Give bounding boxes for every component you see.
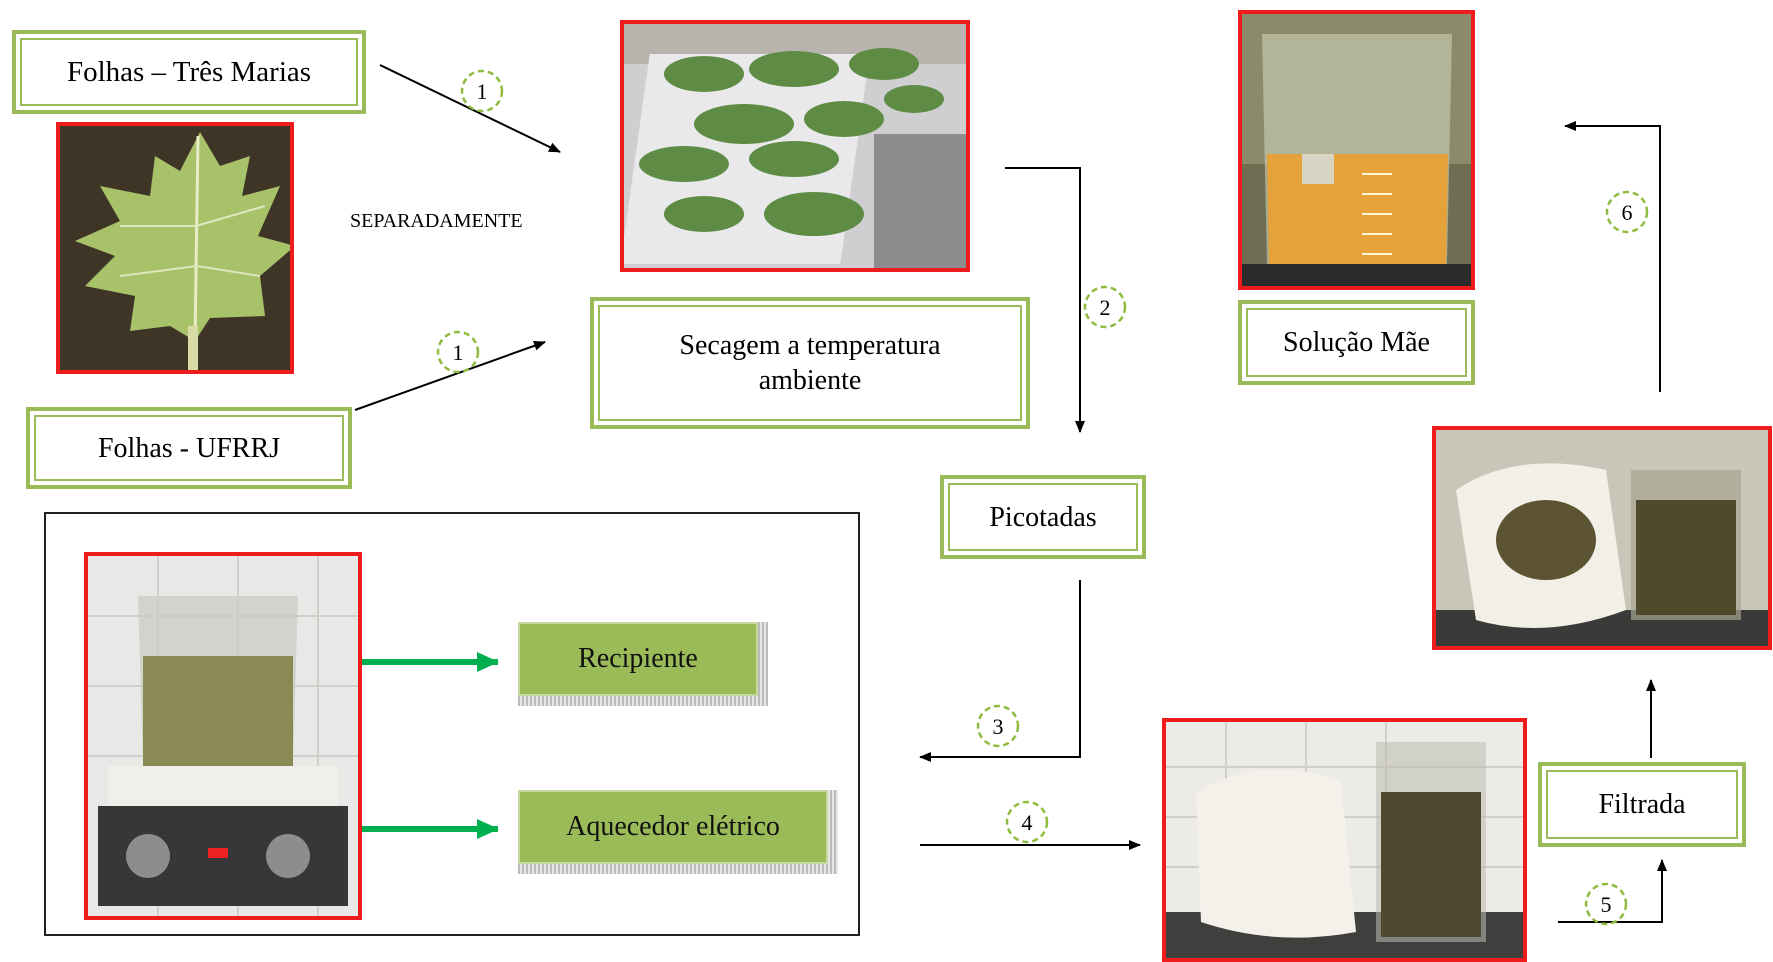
svg-text:5: 5 (1601, 892, 1612, 917)
svg-text:1: 1 (453, 340, 464, 365)
step-1a: 1 (460, 69, 504, 113)
svg-text:2: 2 (1100, 295, 1111, 320)
label-separadamente: SEPARADAMENTE (350, 210, 523, 232)
label-picotadas: Picotadas (940, 475, 1146, 559)
label-folhas-ufrrj: Folhas - UFRRJ (26, 407, 352, 489)
arrow-5 (1558, 859, 1667, 923)
svg-text:4: 4 (1022, 810, 1033, 835)
step-1b: 1 (436, 330, 480, 374)
apparatus-panel (44, 512, 860, 936)
step-5: 5 (1584, 882, 1628, 926)
label-filtrada: Filtrada (1538, 762, 1746, 847)
arrow-1-bottom (354, 340, 546, 411)
svg-text:3: 3 (993, 714, 1004, 739)
arrow-3 (919, 580, 1081, 762)
label-folhas-tres-marias: Folhas – Três Marias (12, 30, 366, 114)
label-secagem: Secagem a temperatura ambiente (590, 297, 1030, 429)
label-aquecedor: Aquecedor elétrico (518, 790, 828, 864)
label-solucao-mae: Solução Mãe (1238, 300, 1475, 385)
svg-text:1: 1 (477, 79, 488, 104)
step-6: 6 (1605, 190, 1649, 234)
arrow-6 (1564, 121, 1661, 392)
photo-solucao-mae (1238, 10, 1475, 290)
photo-drying-leaves (620, 20, 970, 272)
photo-cloth-beaker (1162, 718, 1527, 962)
step-2: 2 (1083, 285, 1127, 329)
svg-text:6: 6 (1622, 200, 1633, 225)
photo-filtering (1432, 426, 1772, 650)
arrow-2 (1005, 167, 1085, 433)
step-3: 3 (976, 704, 1020, 748)
photo-leaf (56, 122, 294, 374)
step-4: 4 (1005, 800, 1049, 844)
photo-heater (84, 552, 362, 920)
label-recipiente: Recipiente (518, 622, 758, 696)
